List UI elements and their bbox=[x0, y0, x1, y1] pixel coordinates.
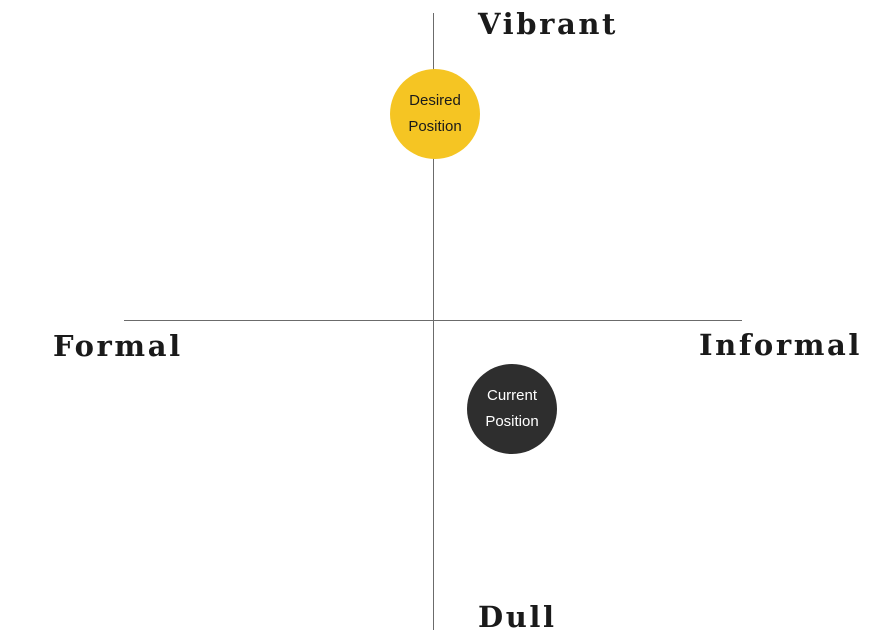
vertical-axis-line bbox=[433, 13, 434, 630]
marker-label-line: Position bbox=[408, 118, 462, 135]
axis-label-top: Vibrant bbox=[478, 7, 619, 41]
axis-label-bottom: Dull bbox=[478, 600, 557, 634]
marker-label-line: Position bbox=[485, 413, 539, 430]
marker-label-line: Current bbox=[486, 387, 538, 404]
axis-label-left: Formal bbox=[53, 329, 183, 363]
axis-label-right: Informal bbox=[699, 328, 863, 362]
marker-label-line: Desired bbox=[409, 92, 461, 109]
horizontal-axis-line bbox=[124, 320, 742, 321]
current-position-marker: Current Position bbox=[467, 364, 557, 454]
desired-position-marker: Desired Position bbox=[390, 69, 480, 159]
